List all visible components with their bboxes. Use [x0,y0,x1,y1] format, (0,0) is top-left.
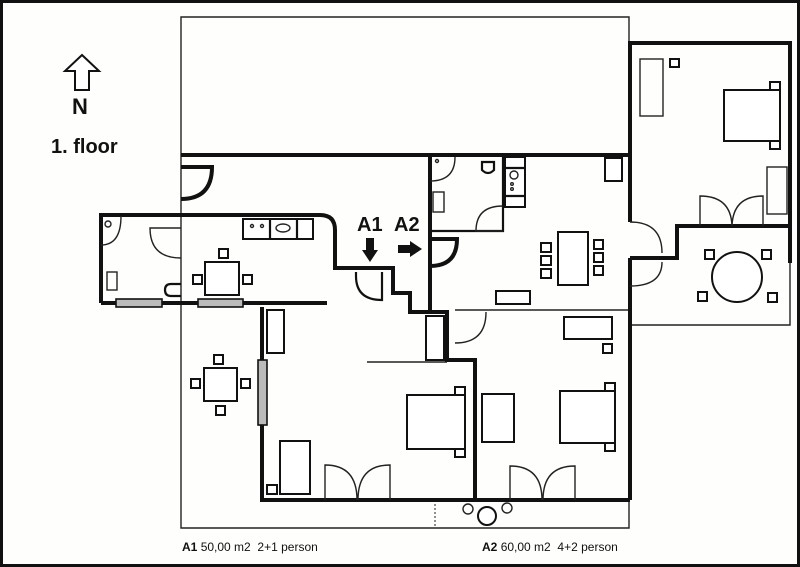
walls [99,41,792,502]
north-arrow-icon [62,53,102,91]
arrow-right-icon [398,241,422,257]
apartment-area: 50,00 m2 [200,540,251,554]
compass-label: N [72,94,88,119]
doors [100,156,764,501]
apartment-area: 60,00 m2 [500,540,551,554]
terrace-outline [180,16,791,529]
entrance-label-a1: A1 [357,214,383,236]
entrance-label-a2: A2 [394,214,420,236]
apartment-capacity: 4+2 person [557,540,618,554]
arrow-down-icon [362,238,378,262]
apartment-capacity: 2+1 person [257,540,318,554]
furniture [104,58,788,526]
windows [115,298,268,426]
apartment-code: A2 [482,540,498,554]
apartment-code: A1 [182,540,198,554]
floor-label: 1. floor [51,136,118,158]
apartment-info-a1: A1 50,00 m2 2+1 person [182,540,318,554]
apartment-info-a2: A2 60,00 m2 4+2 person [482,540,618,554]
